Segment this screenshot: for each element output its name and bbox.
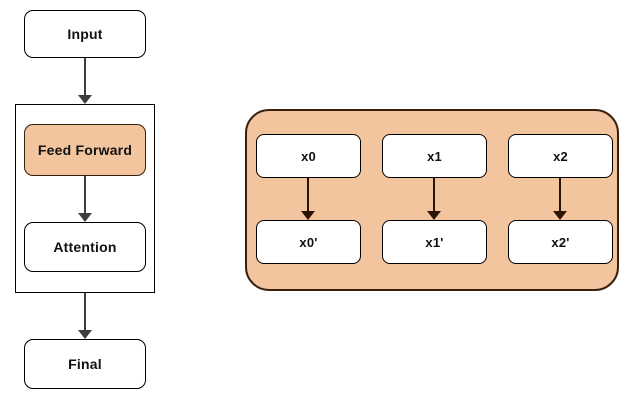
connector-x2-to-x2prime [553,178,567,220]
token-node-label: x1 [427,148,442,164]
arrow-line [84,176,86,214]
connector-input-to-block [78,58,92,104]
input-node: Input [24,10,146,58]
arrow-line [433,178,435,212]
arrow-line [84,293,86,331]
token-node-label: x2' [551,234,570,250]
token-node-x1: x1 [382,134,487,178]
arrow-line [307,178,309,212]
arrow-line [559,178,561,212]
token-node-x1prime: x1' [382,220,487,264]
token-node-label: x0 [301,148,316,164]
arrow-line [84,58,86,96]
token-node-x0: x0 [256,134,361,178]
final-node: Final [24,339,146,389]
connector-block-to-final [78,293,92,339]
attention-node: Attention [24,222,146,272]
arrowhead-icon [78,330,92,339]
connector-x1-to-x1prime [427,178,441,220]
arrowhead-icon [78,95,92,104]
token-node-label: x2 [553,148,568,164]
token-node-label: x1' [425,234,444,250]
arrowhead-icon [78,213,92,222]
token-node-label: x0' [299,234,318,250]
attention-node-label: Attention [53,239,117,255]
feed-forward-node: Feed Forward [24,124,146,176]
token-node-x2prime: x2' [508,220,613,264]
token-node-x0prime: x0' [256,220,361,264]
connector-x0-to-x0prime [301,178,315,220]
connector-feedforward-to-attention [78,176,92,222]
input-node-label: Input [67,26,103,42]
arrowhead-icon [301,211,315,220]
final-node-label: Final [68,356,102,372]
feed-forward-node-label: Feed Forward [37,142,133,158]
arrowhead-icon [553,211,567,220]
arrowhead-icon [427,211,441,220]
token-node-x2: x2 [508,134,613,178]
